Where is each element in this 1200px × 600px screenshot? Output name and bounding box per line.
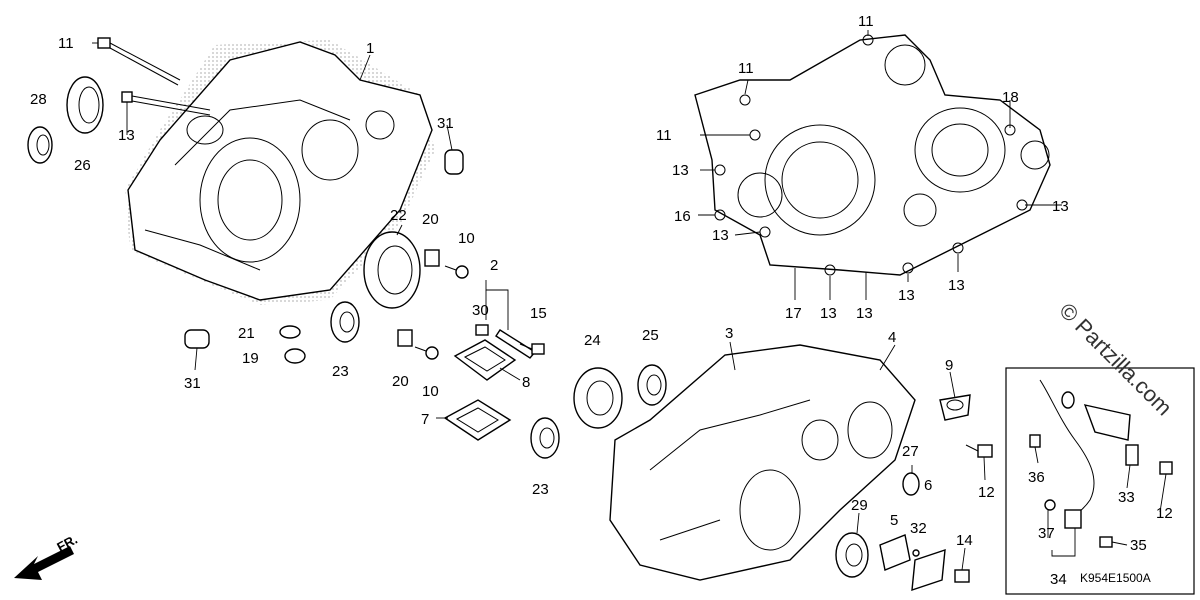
callout-26: 26 [74, 157, 91, 174]
callout-22: 22 [390, 207, 407, 224]
bolt-10-lower [414, 346, 439, 360]
front-arrow-icon: FR. [14, 532, 80, 580]
left-crankcase-half [609, 344, 916, 581]
oil-seal-29 [835, 532, 869, 578]
oil-pipe-2 [495, 329, 537, 359]
drain-plug-19 [284, 348, 306, 364]
callout-13: 13 [856, 305, 873, 322]
callout-25: 25 [642, 327, 659, 344]
bearing-23-upper [330, 301, 360, 343]
callout-10: 10 [422, 383, 439, 400]
oil-seal-27 [902, 472, 920, 496]
callout-27: 27 [902, 443, 919, 460]
callout-20: 20 [422, 211, 439, 228]
callout-23: 23 [332, 363, 349, 380]
clip-20-lower [397, 329, 413, 347]
oil-seal-28 [27, 126, 53, 164]
oil-seal-26 [66, 76, 104, 134]
callout-7: 7 [421, 411, 429, 428]
callout-1: 1 [366, 40, 374, 57]
callout-11: 11 [58, 35, 74, 52]
callout-11: 11 [656, 127, 672, 144]
callout-13: 13 [712, 227, 729, 244]
callout-9: 9 [945, 357, 953, 374]
callout-21: 21 [238, 325, 255, 342]
callout-14: 14 [956, 532, 973, 549]
callout-28: 28 [30, 91, 47, 108]
o-ring-21 [279, 325, 301, 339]
cover-5 [879, 534, 911, 571]
callout-5: 5 [890, 512, 898, 529]
crankcase-inner-view [694, 34, 1051, 276]
callout-29: 29 [851, 497, 868, 514]
dowel-pin-31-lower [184, 329, 210, 349]
callout-30: 30 [472, 302, 489, 319]
collar-30 [475, 324, 489, 336]
callout-13: 13 [1052, 198, 1069, 215]
plate-7 [443, 399, 512, 441]
bracket-9 [939, 394, 971, 421]
bolt-12-main [965, 444, 993, 458]
callout-13: 13 [948, 277, 965, 294]
callout-2: 2 [490, 257, 498, 274]
callout-3: 3 [725, 325, 733, 342]
callout-13: 13 [898, 287, 915, 304]
sensor-inset-box [1005, 367, 1195, 595]
callout-19: 19 [242, 350, 259, 367]
callout-32: 32 [910, 520, 927, 537]
bolt-14 [954, 569, 970, 583]
callout-35: 35 [1130, 537, 1147, 554]
bearing-22 [363, 231, 421, 309]
callout-31: 31 [437, 115, 454, 132]
callout-20: 20 [392, 373, 409, 390]
callout-6: 6 [924, 477, 932, 494]
callout-13: 13 [118, 127, 135, 144]
gasket-8 [453, 339, 517, 381]
bearing-23-lower [530, 417, 560, 459]
callout-4: 4 [888, 329, 896, 346]
callout-37: 37 [1038, 525, 1055, 542]
callout-33: 33 [1118, 489, 1135, 506]
right-crankcase-half [125, 40, 435, 305]
callout-13: 13 [820, 305, 837, 322]
diagram-code: K954E1500A [1080, 571, 1151, 585]
callout-labels: 1 11 28 26 13 31 22 20 10 2 30 15 21 19 … [30, 13, 1173, 588]
leader-lines [92, 30, 1167, 571]
callout-10: 10 [458, 230, 475, 247]
callout-12: 12 [1156, 505, 1173, 522]
callout-34: 34 [1050, 571, 1067, 588]
callout-11: 11 [858, 13, 874, 30]
callout-23: 23 [532, 481, 549, 498]
bolt-10-upper [444, 265, 469, 279]
bolt-15 [519, 343, 545, 355]
front-label: FR. [54, 532, 80, 555]
callout-16: 16 [674, 208, 691, 225]
callout-15: 15 [530, 305, 547, 322]
oil-seal-25 [637, 364, 667, 406]
callout-31: 31 [184, 375, 201, 392]
callout-12: 12 [978, 484, 995, 501]
callout-24: 24 [584, 332, 601, 349]
callout-13: 13 [672, 162, 689, 179]
plate-6 [911, 548, 946, 592]
clip-20-upper [424, 249, 440, 267]
callout-11: 11 [738, 60, 754, 77]
callout-8: 8 [522, 374, 530, 391]
o-ring-32 [912, 549, 920, 557]
bearing-24 [573, 367, 623, 429]
callout-36: 36 [1028, 469, 1045, 486]
crankcase-bolt-11 [97, 37, 181, 86]
dowel-pin-31-upper [444, 149, 464, 175]
callout-18: 18 [1002, 89, 1019, 106]
callout-17: 17 [785, 305, 802, 322]
